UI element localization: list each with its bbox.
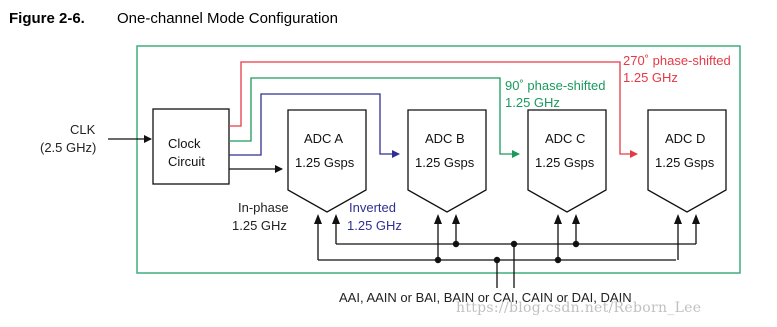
- adc-input-arrowheads: [314, 214, 700, 224]
- clock-circuit-box: [152, 108, 230, 185]
- phase270-frequency: 1.25 GHz: [623, 70, 678, 85]
- adc-b-rate: 1.25 Gsps: [415, 155, 475, 170]
- adc-d-rate: 1.25 Gsps: [655, 155, 715, 170]
- inverted-clock-line: [229, 93, 400, 158]
- adc-b-shape: [407, 109, 487, 213]
- adc-d-shape: [647, 109, 727, 213]
- phase270-label: 270˚ phase-shifted: [623, 53, 731, 68]
- adc-c-name: ADC C: [545, 131, 586, 146]
- clk-frequency-label: (2.5 GHz): [40, 140, 97, 155]
- figure-title: One-channel Mode Configuration: [117, 10, 338, 27]
- inverted-label: Inverted: [349, 200, 396, 215]
- adc-a-shape: [287, 109, 367, 213]
- figure-number: Figure 2-6.: [9, 10, 85, 27]
- clock-circuit-label-line2: Circuit: [168, 154, 205, 169]
- junction-dots: [434, 240, 580, 264]
- adc-a-rate: 1.25 Gsps: [295, 155, 355, 170]
- adc-c-rate: 1.25 Gsps: [535, 155, 595, 170]
- figure-frame: [136, 45, 741, 274]
- inphase-frequency: 1.25 GHz: [232, 218, 287, 233]
- analog-inputs-label: AAI, AAIN or BAI, BAIN or CAI, CAIN or D…: [339, 290, 632, 305]
- inverted-frequency: 1.25 GHz: [347, 218, 402, 233]
- phase270-clock-line: [229, 61, 638, 158]
- phase90-frequency: 1.25 GHz: [505, 95, 560, 110]
- phase90-clock-line: [229, 77, 520, 158]
- clock-circuit-label-line1: Clock: [168, 136, 201, 151]
- adc-d-name: ADC D: [665, 131, 706, 146]
- watermark-text: https://blog.csdn.net/Reborn_Lee: [456, 300, 702, 316]
- clk-label: CLK: [70, 122, 96, 137]
- inphase-label: In-phase: [238, 200, 289, 215]
- adc-c-shape: [527, 109, 607, 213]
- adc-a-name: ADC A: [304, 131, 344, 146]
- phase90-label: 90˚ phase-shifted: [505, 78, 606, 93]
- adc-b-name: ADC B: [425, 131, 465, 146]
